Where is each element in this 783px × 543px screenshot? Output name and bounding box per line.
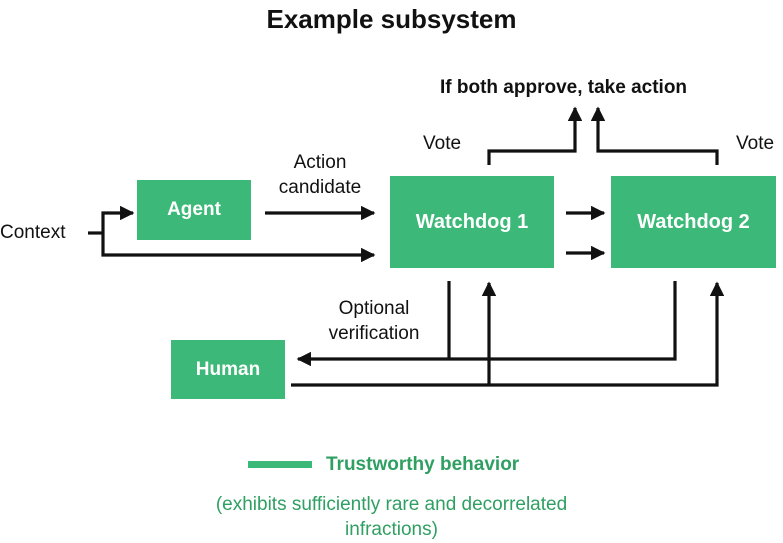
human-label: Human: [195, 358, 261, 380]
watchdog2-label: Watchdog 2: [637, 210, 750, 233]
legend-note-line2: infractions): [345, 519, 438, 540]
approve-label: If both approve, take action: [440, 77, 688, 98]
action-candidate-label: Action candidate: [264, 150, 376, 200]
verification-to-human-arrow: [296, 281, 677, 367]
action-candidate-line1: Action: [293, 152, 347, 173]
diagram-title: Example subsystem: [266, 4, 517, 34]
watchdog1-box: Watchdog 1: [390, 176, 554, 268]
context-to-agent-arrow: [101, 205, 135, 233]
vote-left-label: Vote: [423, 133, 462, 154]
vote-right-arrow: [590, 106, 719, 165]
legend-note: (exhibits sufficiently rare and decorrel…: [0, 492, 783, 542]
context-to-watchdog1-arrow: [101, 233, 376, 263]
action-candidate-line2: candidate: [278, 177, 362, 198]
legend-swatch: [248, 461, 312, 468]
watchdog1-label: Watchdog 1: [415, 210, 529, 233]
optional-verification-label: Optional verification: [312, 296, 436, 346]
optional-verification-line1: Optional: [338, 298, 410, 319]
human-to-watchdog2-arrow: [291, 281, 725, 387]
vote-right-label: Vote: [736, 133, 775, 154]
vote-left-arrow: [487, 106, 583, 165]
agent-box: Agent: [137, 180, 251, 240]
legend-label: Trustworthy behavior: [326, 454, 520, 475]
optional-verification-line2: verification: [328, 323, 420, 344]
agent-label: Agent: [167, 199, 221, 220]
watchdog2-box: Watchdog 2: [611, 176, 776, 268]
context-label: Context: [0, 222, 66, 243]
legend-note-line1: (exhibits sufficiently rare and decorrel…: [215, 494, 568, 515]
human-box: Human: [171, 340, 285, 399]
